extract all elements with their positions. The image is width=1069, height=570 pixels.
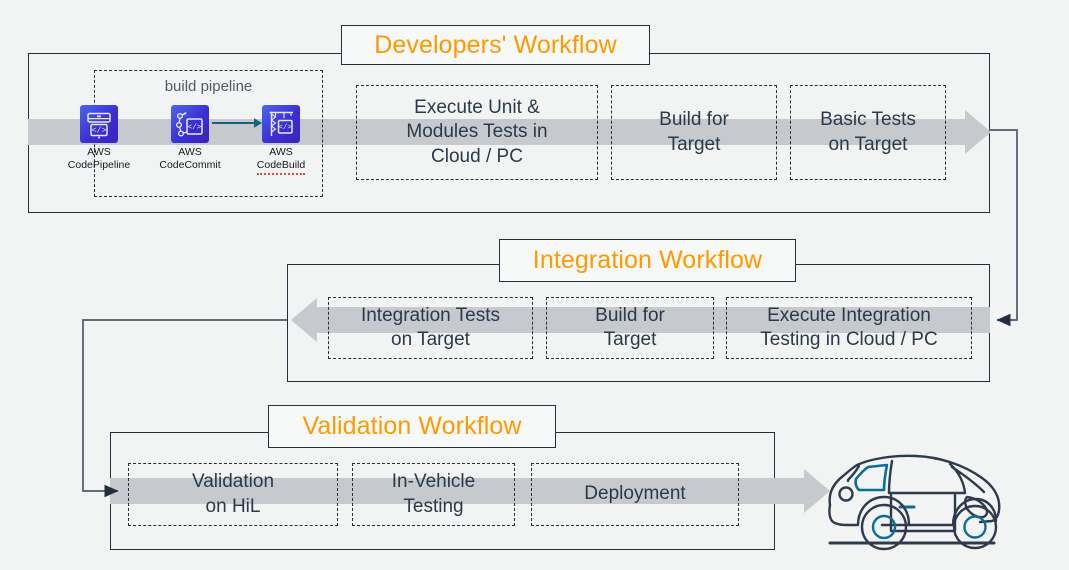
- step-line: Execute Unit &: [414, 97, 540, 119]
- service-line1: AWS: [178, 146, 202, 158]
- service-aws-codepipeline: </> AWS CodePipeline: [59, 105, 139, 172]
- service-line2: CodeBuild: [256, 159, 306, 175]
- service-line1: AWS: [87, 146, 111, 158]
- step-line: Testing: [403, 495, 464, 517]
- step-line: Build for: [595, 304, 665, 326]
- service-caption: AWS CodePipeline: [59, 146, 139, 172]
- build-pipeline-label: build pipeline: [164, 78, 253, 95]
- step-execute-unit-modules-tests: Execute Unit & Modules Tests in Cloud / …: [356, 85, 598, 180]
- step-line: Modules Tests in: [406, 121, 548, 143]
- service-line1: AWS: [269, 146, 293, 158]
- step-build-for-target-dev: Build for Target: [611, 85, 777, 180]
- step-line: Validation: [191, 471, 275, 493]
- step-line: Execute Integration: [767, 304, 931, 326]
- step-line: on Target: [828, 133, 908, 155]
- step-line: Deployment: [584, 483, 686, 505]
- service-line2: CodeCommit: [159, 158, 221, 171]
- aws-codepipeline-icon: </>: [80, 105, 118, 143]
- step-deployment: Deployment: [531, 463, 739, 526]
- step-line: Cloud / PC: [431, 145, 523, 167]
- aws-codebuild-icon: </>: [262, 105, 300, 143]
- validation-flow-arrow-icon: [804, 469, 830, 513]
- service-caption: AWS CodeCommit: [150, 146, 230, 172]
- aws-codecommit-icon: </>: [171, 105, 209, 143]
- service-aws-codebuild: </> AWS CodeBuild: [241, 105, 321, 175]
- step-line: Basic Tests: [820, 109, 916, 131]
- integration-flow-arrow-icon: [291, 298, 317, 342]
- wire-developers-to-integration: [989, 129, 1018, 327]
- validation-workflow-title: Validation Workflow: [268, 405, 556, 448]
- developers-workflow-title: Developers' Workflow: [341, 25, 650, 65]
- service-aws-codecommit: </> AWS CodeCommit: [150, 105, 230, 172]
- developers-flow-arrow-icon: [965, 110, 991, 154]
- integration-workflow-title: Integration Workflow: [499, 239, 796, 282]
- step-basic-tests-on-target: Basic Tests on Target: [790, 85, 946, 180]
- step-line: Testing in Cloud / PC: [760, 329, 938, 350]
- integration-flow-band: [317, 307, 990, 333]
- step-line: on HiL: [205, 495, 261, 517]
- step-line: Target: [667, 133, 721, 155]
- step-validation-on-hil: Validation on HiL: [128, 463, 338, 526]
- svg-text:</>: </>: [92, 126, 107, 136]
- step-line: Integration Tests: [360, 304, 501, 326]
- service-line2: CodePipeline: [67, 158, 131, 171]
- svg-text:</>: </>: [188, 124, 202, 132]
- service-caption: AWS CodeBuild: [241, 146, 321, 175]
- step-line: on Target: [391, 329, 470, 350]
- step-line: Build for: [659, 109, 729, 131]
- car-illustration: [828, 454, 1001, 551]
- step-line: In-Vehicle: [391, 471, 476, 493]
- step-in-vehicle-testing: In-Vehicle Testing: [352, 463, 515, 526]
- step-execute-integration-testing: Execute Integration Testing in Cloud / P…: [726, 297, 972, 359]
- svg-text:</>: </>: [279, 124, 293, 132]
- step-line: Target: [603, 329, 657, 350]
- step-integration-tests-on-target: Integration Tests on Target: [328, 297, 533, 359]
- step-build-for-target-integration: Build for Target: [546, 297, 714, 359]
